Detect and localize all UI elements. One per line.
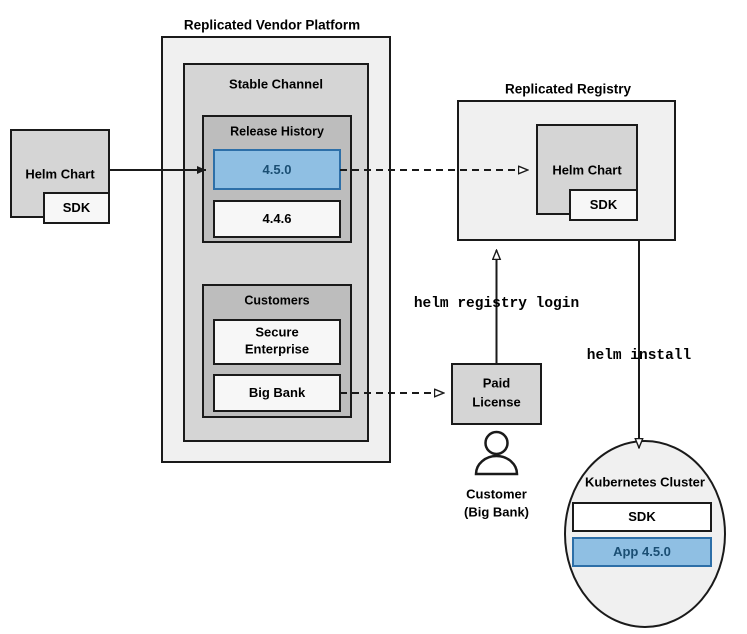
- customer-secure-enterprise-label-line2: Enterprise: [245, 341, 309, 356]
- customer-big-bank-box[interactable]: [213, 374, 341, 412]
- paid-license-group: Paid License: [451, 363, 542, 425]
- replicated-registry-group: Replicated Registry Helm Chart SDK: [457, 82, 676, 241]
- release-4-5-0-box[interactable]: [213, 149, 341, 190]
- person-icon-head: [484, 430, 509, 456]
- release-4-4-6-label: 4.4.6: [263, 211, 292, 226]
- customer-actor-group: Customer (Big Bank): [464, 430, 529, 519]
- customer-actor-label-line2: (Big Bank): [464, 504, 529, 519]
- cluster-sdk-label: SDK: [628, 509, 656, 524]
- replicated-registry-title: Replicated Registry: [505, 82, 632, 97]
- registry-sdk-box: [569, 189, 638, 221]
- vendor-platform-title: Replicated Vendor Platform: [184, 18, 360, 33]
- vendor-platform-group: Replicated Vendor Platform Stable Channe…: [161, 18, 391, 463]
- kubernetes-cluster-title: Kubernetes Cluster: [585, 474, 705, 489]
- source-sdk-box: [43, 192, 110, 224]
- helm-install-label: helm install: [587, 348, 692, 364]
- cluster-app-label: App 4.5.0: [613, 544, 671, 559]
- customer-big-bank-label: Big Bank: [249, 385, 306, 400]
- helm-registry-login-label: helm registry login: [414, 296, 579, 312]
- stable-channel-title: Stable Channel: [229, 76, 323, 91]
- source-helm-chart-group: Helm Chart SDK: [10, 129, 110, 224]
- release-4-5-0-label: 4.5.0: [263, 162, 292, 177]
- release-4-4-6-box[interactable]: [213, 200, 341, 238]
- customers-title: Customers: [244, 293, 309, 307]
- registry-helm-chart-label: Helm Chart: [552, 162, 622, 177]
- source-helm-chart-label: Helm Chart: [25, 166, 95, 181]
- customer-actor-label-line1: Customer: [466, 486, 527, 501]
- paid-license-label-line1: Paid: [483, 375, 511, 390]
- source-sdk-label: SDK: [63, 200, 91, 215]
- paid-license-label-line2: License: [472, 394, 520, 409]
- customer-secure-enterprise-label-line1: Secure: [255, 324, 298, 339]
- cluster-app-box: [572, 537, 712, 567]
- kubernetes-cluster-circle: [564, 440, 726, 628]
- cluster-sdk-box: [572, 502, 712, 532]
- kubernetes-cluster-group: Kubernetes Cluster SDK App 4.5.0: [564, 440, 726, 628]
- customer-secure-enterprise-box[interactable]: [213, 319, 341, 365]
- person-icon-body: [474, 454, 519, 476]
- registry-sdk-label: SDK: [590, 197, 618, 212]
- release-history-title: Release History: [230, 124, 324, 138]
